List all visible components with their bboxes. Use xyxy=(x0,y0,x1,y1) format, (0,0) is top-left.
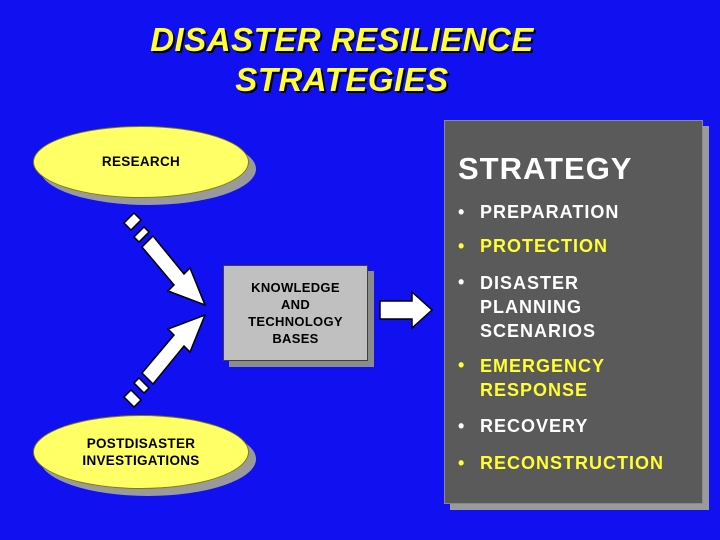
bullet: • xyxy=(458,355,466,375)
strategy-item-label: EMERGENCY RESPONSE xyxy=(480,356,606,400)
title-line-1: DISASTER RESILIENCE xyxy=(150,21,534,58)
title-line-2: STRATEGIES xyxy=(235,61,449,98)
arrow-research-to-knowledge xyxy=(122,211,207,307)
bullet: • xyxy=(458,272,466,292)
research-node: RESEARCH xyxy=(33,126,249,198)
bullet: • xyxy=(458,202,466,222)
knowledge-label: KNOWLEDGE AND TECHNOLOGY BASES xyxy=(248,280,343,346)
research-label: RESEARCH xyxy=(101,154,181,169)
bullet: • xyxy=(458,236,466,256)
bullet: • xyxy=(458,416,466,436)
strategy-item-recovery: • RECOVERY xyxy=(458,415,588,437)
knowledge-technology-box: KNOWLEDGE AND TECHNOLOGY BASES xyxy=(223,265,368,361)
strategy-title: STRATEGY xyxy=(458,151,633,186)
strategy-item-reconstruction: • RECONSTRUCTION xyxy=(458,452,664,474)
strategy-item-label: RECOVERY xyxy=(480,416,589,436)
strategy-item-label: RECONSTRUCTION xyxy=(480,453,664,473)
arrow-post-to-knowledge xyxy=(122,313,207,409)
bullet: • xyxy=(458,453,466,473)
strategy-item-protection: • PROTECTION xyxy=(458,235,608,257)
postdisaster-node: POSTDISASTER INVESTIGATIONS xyxy=(33,415,249,489)
strategy-item-label: PROTECTION xyxy=(480,236,609,256)
strategy-panel: STRATEGY • PREPARATION • PROTECTION • DI… xyxy=(444,120,703,504)
postdisaster-label: POSTDISASTER INVESTIGATIONS xyxy=(82,436,200,468)
strategy-item-label: DISASTER PLANNING SCENARIOS xyxy=(480,273,597,341)
strategy-item-label: PREPARATION xyxy=(480,202,620,222)
arrow-knowledge-to-strategy xyxy=(379,290,434,330)
page-title: DISASTER RESILIENCE STRATEGIES xyxy=(0,20,684,100)
strategy-item-disaster-planning: • DISASTER PLANNING SCENARIOS xyxy=(458,271,596,343)
strategy-item-preparation: • PREPARATION xyxy=(458,201,619,223)
strategy-item-emergency-response: • EMERGENCY RESPONSE xyxy=(458,354,605,402)
